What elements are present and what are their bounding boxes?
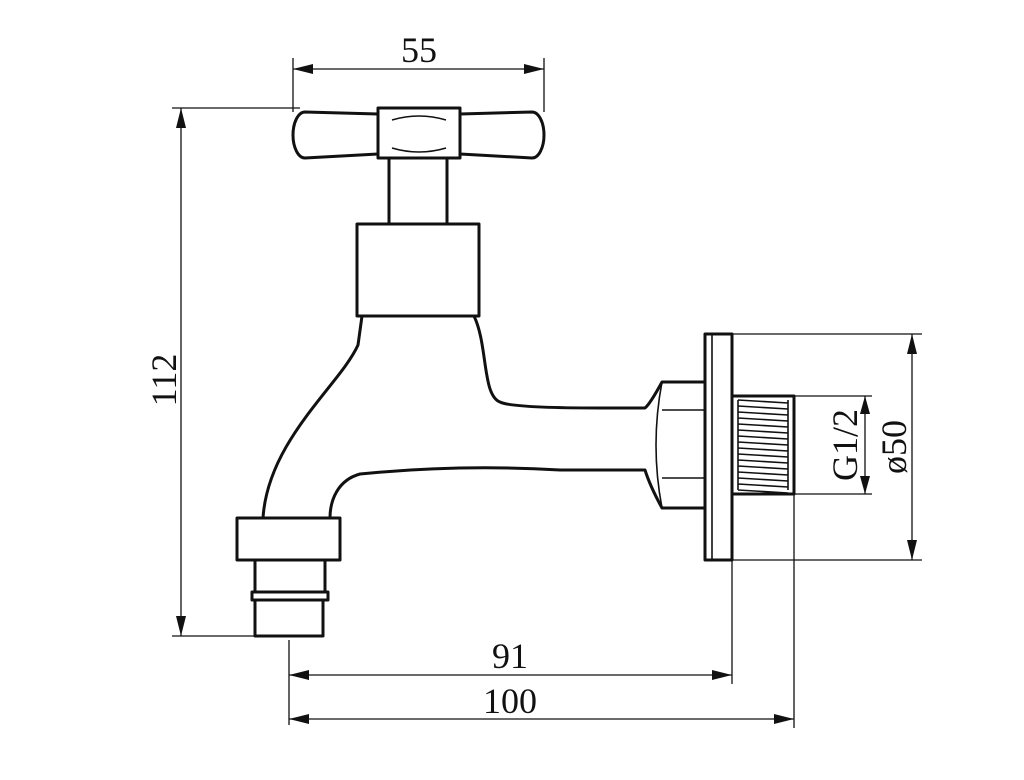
dimension-total-length: 100 xyxy=(289,494,795,728)
bonnet xyxy=(355,222,481,318)
thread-size-label: G1/2 xyxy=(825,409,865,481)
total-height-label: 112 xyxy=(144,354,184,407)
spout-reach-label: 91 xyxy=(492,636,528,676)
handle-width-label: 55 xyxy=(401,30,437,70)
dimension-total-height: 112 xyxy=(144,107,300,637)
cross-handle xyxy=(291,106,546,160)
faucet-body xyxy=(261,314,707,520)
dimension-handle-width: 55 xyxy=(292,30,545,112)
dimension-thread: G1/2 xyxy=(794,395,872,495)
wall-flange xyxy=(703,332,734,562)
dimension-spout-reach: 91 xyxy=(288,560,733,725)
threaded-connector xyxy=(730,394,796,496)
handle-stem xyxy=(387,156,449,226)
dimension-flange-diameter: ø50 xyxy=(732,333,922,561)
flange-diameter-label: ø50 xyxy=(874,420,914,474)
total-length-label: 100 xyxy=(483,681,537,721)
hose-connector xyxy=(235,516,342,638)
